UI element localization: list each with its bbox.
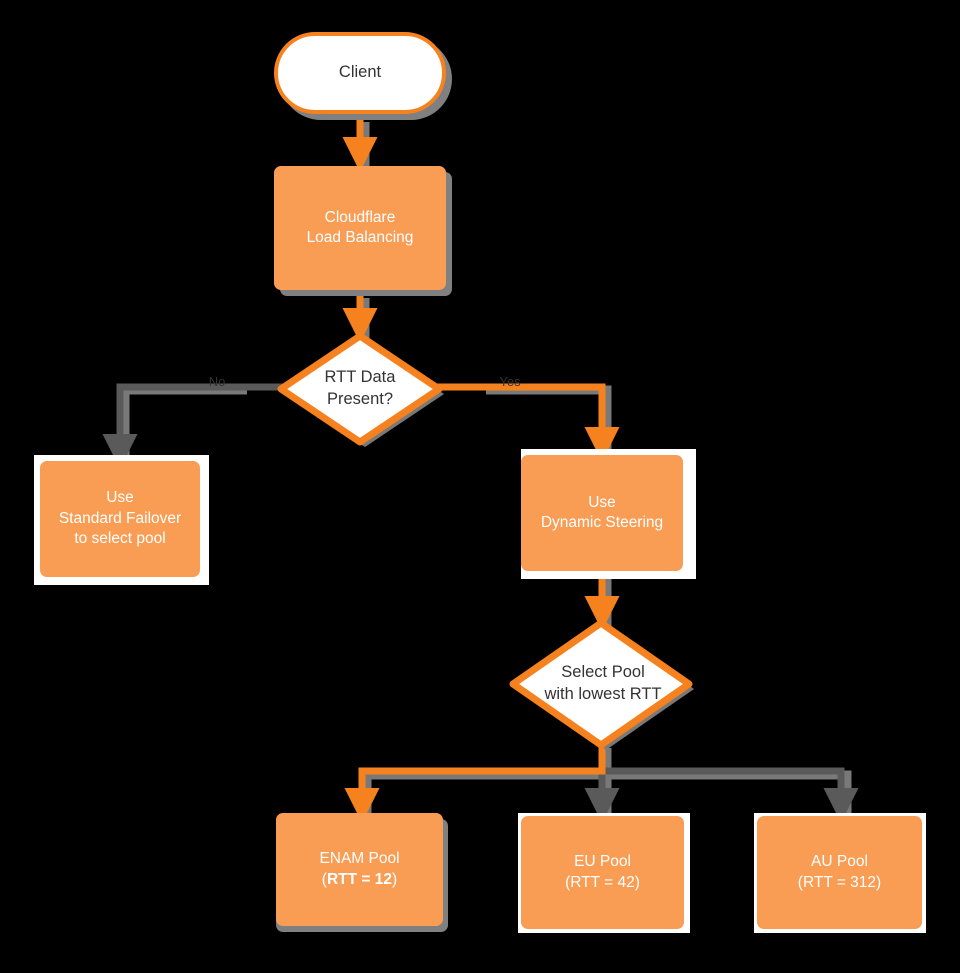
node-client[interactable]: Client: [274, 32, 446, 114]
node-clb-label-line2: Load Balancing: [306, 229, 414, 246]
edge-rttquestion-to-dynamic: [437, 383, 620, 462]
node-au-label: AU Pool (RTT = 312): [798, 852, 881, 893]
node-enam-label-line2: (RTT = 12): [319, 870, 399, 890]
node-failover-label-line2: Standard Failover: [58, 509, 182, 527]
node-enam-paren-open: (: [321, 870, 327, 888]
edge-selectpool-to-aupool: [602, 767, 859, 823]
node-failover-label: Use Standard Failover to select pool: [59, 488, 181, 549]
node-eu-label-line1: EU Pool: [574, 853, 631, 871]
node-au-label-line2: (RTT = 312): [797, 873, 882, 891]
node-selectpool-label-line1: Select Pool: [561, 663, 645, 682]
node-rttq-label-line1: RTT Data: [324, 368, 396, 387]
node-dynamic-label-line2: Dynamic Steering: [540, 514, 664, 531]
edge-rttquestion-to-failover: [102, 383, 283, 469]
node-enam-rtt-value: RTT = 12: [326, 870, 393, 888]
node-enam-label-line1: ENAM Pool: [319, 850, 400, 868]
node-failover-label-line1: Use: [106, 489, 134, 507]
node-eu-label-line2: (RTT = 42): [565, 873, 640, 891]
edge-selectpool-to-enampool: [344, 744, 606, 823]
node-eu-label: EU Pool (RTT = 42): [565, 852, 640, 893]
node-rttq-label: RTT Data Present?: [276, 331, 444, 447]
node-select-pool-lowest-rtt[interactable]: Select Pool with lowest RTT: [508, 618, 698, 750]
node-au-pool[interactable]: AU Pool (RTT = 312): [757, 816, 922, 929]
edge-label-yes: Yes: [499, 374, 521, 389]
node-au-label-line1: AU Pool: [811, 853, 868, 871]
node-enam-pool[interactable]: ENAM Pool (RTT = 12): [276, 813, 443, 926]
node-dynamic-steering[interactable]: Use Dynamic Steering: [521, 455, 683, 571]
node-cloudflare-load-balancing[interactable]: Cloudflare Load Balancing: [274, 166, 446, 290]
node-client-label: Client: [338, 63, 382, 82]
node-standard-failover[interactable]: Use Standard Failover to select pool: [40, 461, 200, 577]
node-rttq-label-line2: Present?: [326, 390, 394, 408]
node-selectpool-label-line2: with lowest RTT: [544, 685, 662, 703]
node-clb-label-line1: Cloudflare: [324, 208, 396, 226]
rttq-diamond-shape: [277, 332, 443, 446]
node-failover-label-line3: to select pool: [74, 530, 166, 548]
node-eu-pool[interactable]: EU Pool (RTT = 42): [521, 816, 684, 929]
node-dynamic-label: Use Dynamic Steering: [541, 493, 663, 534]
node-enam-label: ENAM Pool (RTT = 12): [319, 849, 399, 890]
node-clb-label: Cloudflare Load Balancing: [307, 208, 414, 249]
node-enam-paren-close: ): [392, 870, 398, 888]
node-rtt-data-present[interactable]: RTT Data Present?: [276, 331, 444, 447]
node-dynamic-label-line1: Use: [588, 493, 616, 511]
node-selectpool-label: Select Pool with lowest RTT: [508, 618, 698, 750]
edge-label-no: No: [208, 374, 226, 389]
